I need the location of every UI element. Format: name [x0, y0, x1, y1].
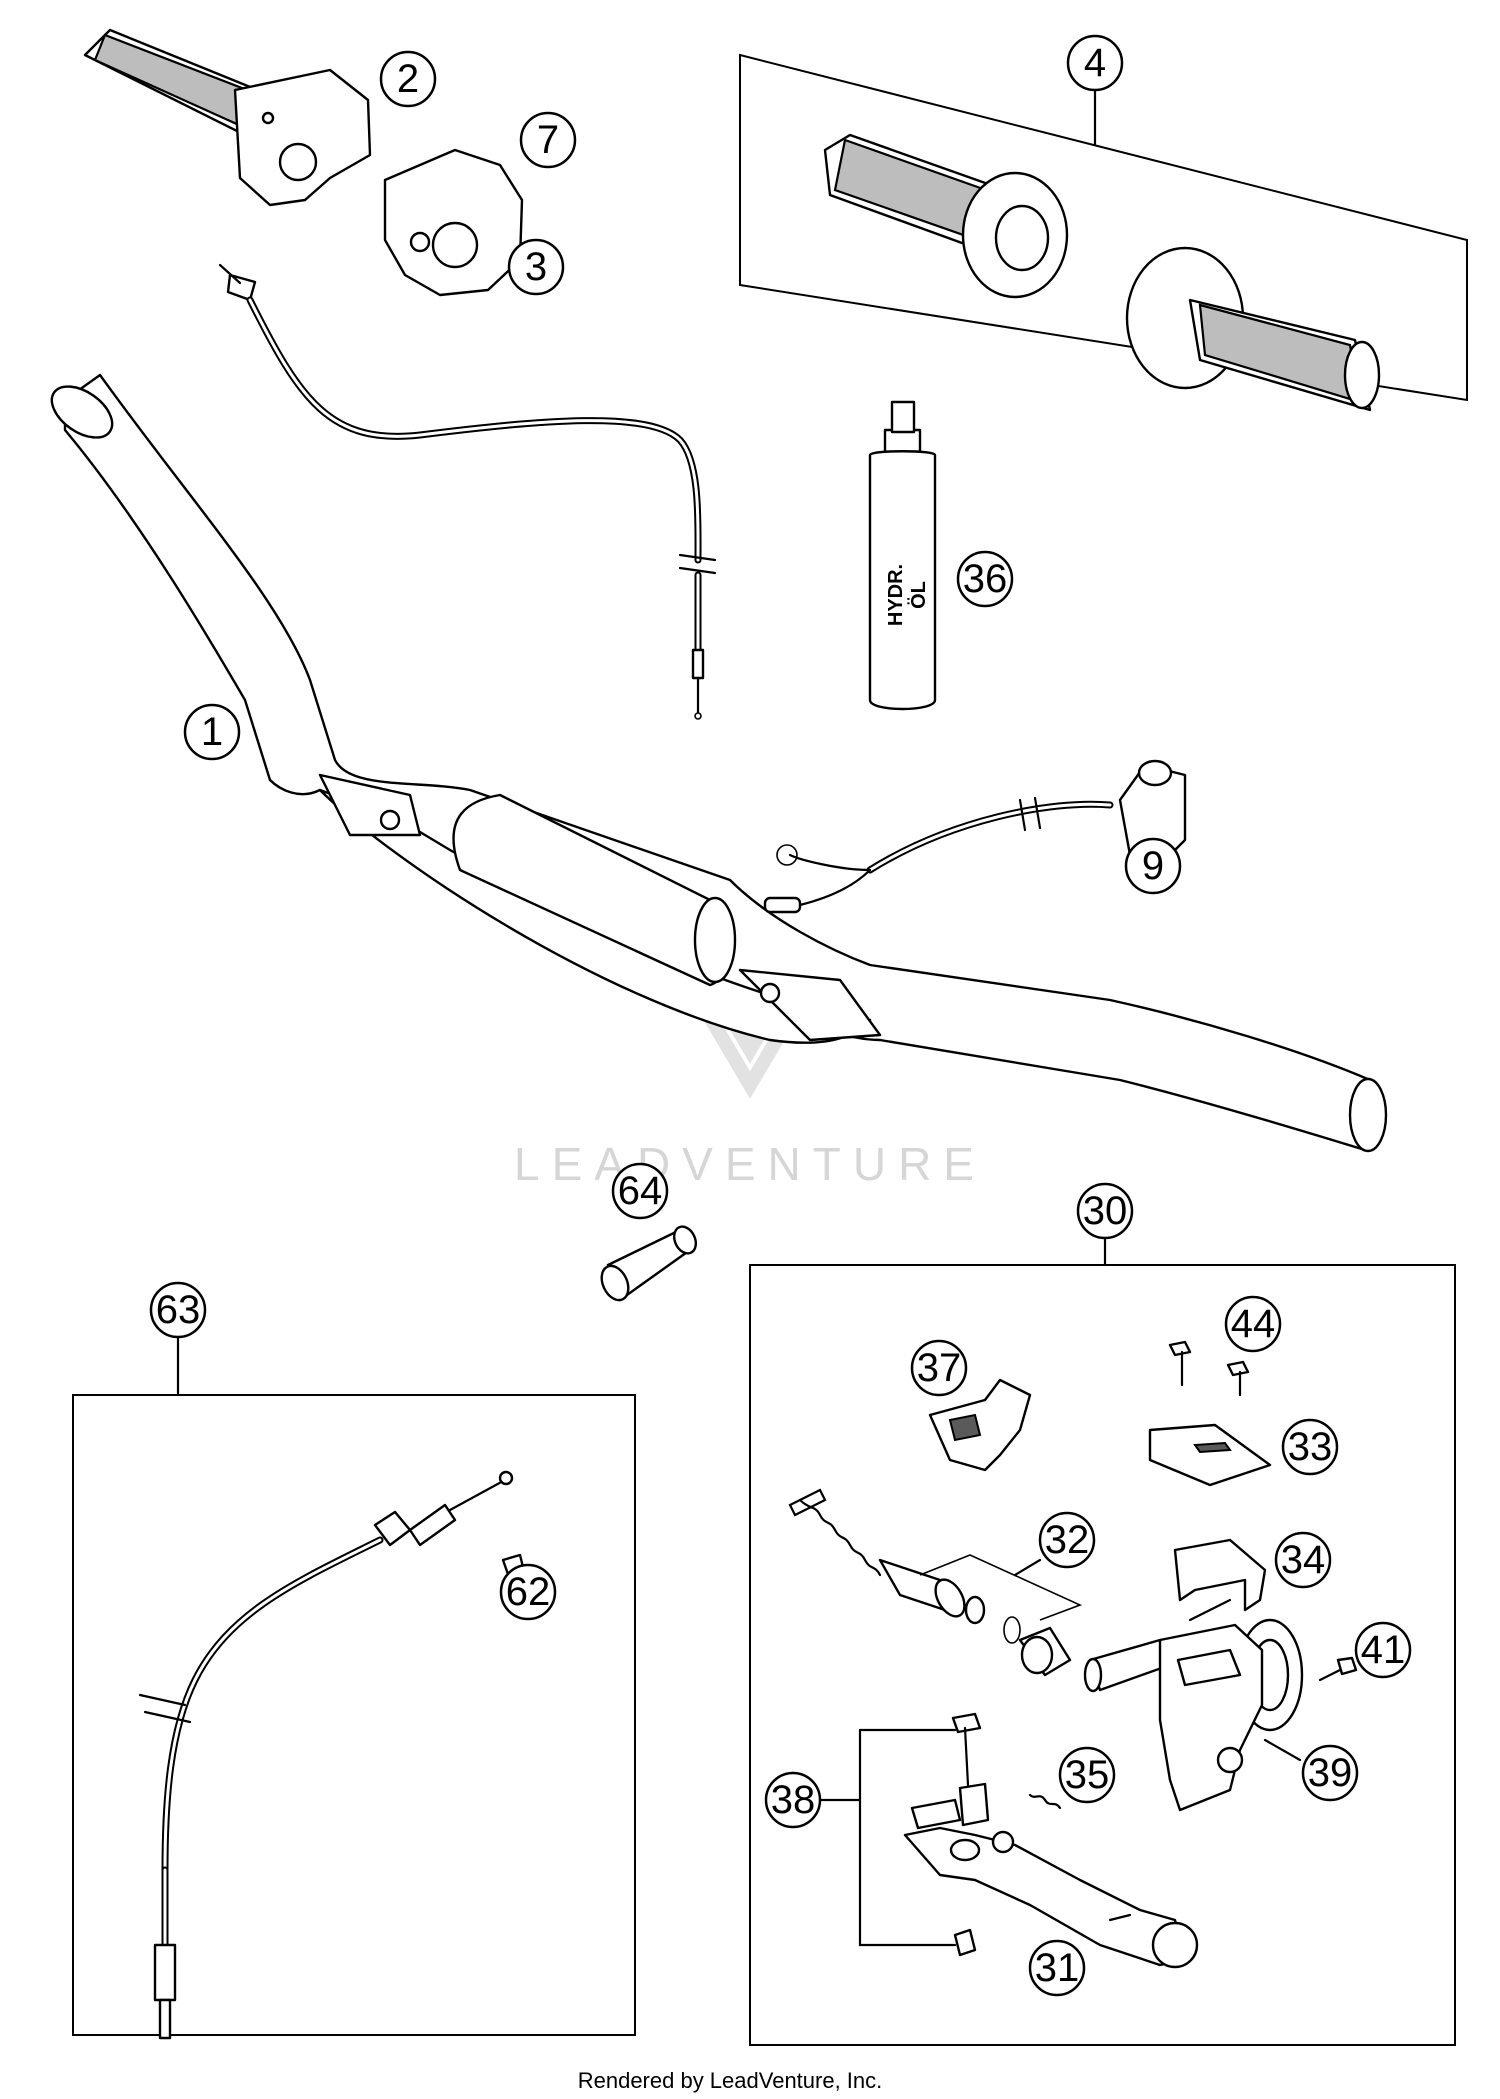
callout-2-label: 2	[397, 57, 419, 101]
callout-7: 7	[519, 111, 577, 169]
brake-lever	[903, 1798, 1199, 1969]
callout-31-label: 31	[1035, 1946, 1080, 1990]
callout-3-label: 3	[525, 245, 547, 289]
throttle-grip	[83, 28, 372, 207]
callout-38: 38	[764, 1771, 822, 1829]
grip-set-frame	[739, 53, 1468, 402]
callout-34: 34	[1274, 1531, 1332, 1589]
callout-36-label: 36	[963, 557, 1008, 601]
master-cylinder-body	[1083, 1618, 1304, 1812]
callout-33: 33	[1281, 1418, 1339, 1476]
clutch-cable-set	[72, 1335, 636, 2040]
callout-38-label: 38	[771, 1778, 816, 1822]
brake-assembly-frame	[749, 1264, 1456, 2046]
footer: Rendered by LeadVenture, Inc.	[0, 2068, 1500, 2094]
callout-41: 41	[1354, 1621, 1412, 1679]
cover-screws	[1168, 1340, 1250, 1397]
callout-33-label: 33	[1288, 1425, 1333, 1469]
callout-30: 30	[1076, 1182, 1134, 1240]
clamp-bolt	[1318, 1656, 1358, 1682]
callout-31: 31	[1028, 1939, 1086, 1997]
piston-kit	[788, 1488, 1083, 1677]
callout-44-label: 44	[1231, 1302, 1276, 1346]
grip-set	[739, 53, 1468, 412]
callout-63: 63	[149, 1281, 207, 1339]
oil-label-line2: ÖL	[907, 581, 930, 609]
throttle-cable	[218, 263, 717, 720]
callout-9-label: 9	[1142, 844, 1164, 888]
callout-41-label: 41	[1361, 1628, 1406, 1672]
callout-36: 36	[956, 550, 1014, 608]
callout-35: 35	[1058, 1746, 1116, 1804]
callout-39: 39	[1301, 1744, 1359, 1802]
footer-credit: Rendered by LeadVenture, Inc.	[577, 2068, 883, 2093]
callout-63-label: 63	[156, 1288, 201, 1332]
lever-pivot-kit	[818, 1712, 990, 1957]
callout-37-label: 37	[917, 1346, 962, 1390]
callout-7-label: 7	[537, 118, 559, 162]
callout-64: 64	[611, 1162, 669, 1220]
clutch-cable-frame	[72, 1394, 636, 2036]
brake-master-cylinder-set	[749, 1236, 1456, 2046]
callout-44: 44	[1224, 1295, 1282, 1353]
callout-32: 32	[1038, 1511, 1096, 1569]
callout-9: 9	[1124, 837, 1182, 895]
callout-32-label: 32	[1045, 1518, 1090, 1562]
leader-lines	[1013, 1558, 1302, 1922]
callout-34-label: 34	[1281, 1538, 1326, 1582]
callout-30-label: 30	[1083, 1189, 1128, 1233]
oil-label-line1: HYDR.	[885, 564, 907, 626]
hydraulic-oil-bottle: HYDR. ÖL	[868, 400, 937, 711]
reservoir-cover	[1148, 1423, 1272, 1487]
callout-4-label: 4	[1084, 41, 1106, 85]
lever-clamp-part	[928, 1378, 1032, 1472]
throttle-housing-cover	[383, 148, 524, 297]
callout-4: 4	[1066, 34, 1124, 92]
callout-1-label: 1	[201, 710, 223, 754]
callout-64-label: 64	[618, 1169, 663, 1213]
reservoir-gasket	[1173, 1538, 1267, 1612]
kill-switch	[763, 759, 1187, 914]
callout-37: 37	[910, 1339, 968, 1397]
handlebar	[50, 373, 1388, 1153]
callout-2: 2	[379, 50, 437, 108]
callout-35-label: 35	[1065, 1753, 1110, 1797]
return-spring	[1028, 1793, 1062, 1810]
cable-boot	[600, 1225, 698, 1302]
watermark-text: LEADVENTURE	[514, 1138, 986, 1190]
callout-62: 62	[499, 1563, 557, 1621]
callout-39-label: 39	[1308, 1751, 1353, 1795]
callout-62-label: 62	[506, 1570, 551, 1614]
callout-3: 3	[507, 238, 565, 296]
callout-1: 1	[183, 703, 241, 761]
